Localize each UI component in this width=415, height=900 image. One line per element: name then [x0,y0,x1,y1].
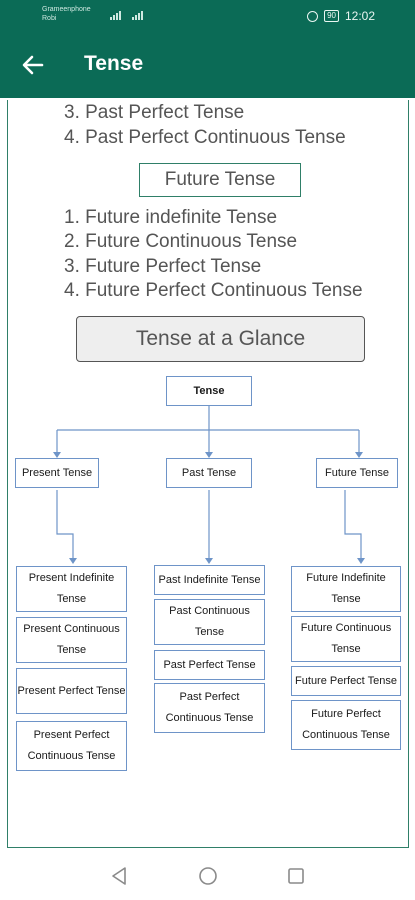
recents-square-icon [288,868,304,884]
back-triangle-icon [112,867,126,885]
node-past-indefinite: Past Indefinite Tense [154,565,265,595]
node-tense: Tense [166,376,252,406]
carrier-1: Grameenphone [42,6,91,13]
battery-icon: 90 [324,10,339,22]
nav-back-button[interactable] [107,864,131,888]
node-past-continuous: Past Continuous Tense [154,599,265,645]
node-present-continuous: Present Continuous Tense [16,617,127,663]
carrier-2: Robi [42,15,57,22]
list-item-past-4: 4. Past Perfect Continuous Tense [64,127,346,148]
node-past-perfect: Past Perfect Tense [154,650,265,680]
node-present-perfect: Present Perfect Tense [16,668,127,714]
node-past-tense: Past Tense [166,458,252,488]
node-future-continuous: Future Continuous Tense [291,616,401,662]
signal-icon-2 [132,11,143,20]
clock: 12:02 [344,9,375,23]
tense-at-a-glance-button[interactable]: Tense at a Glance [76,316,365,362]
arrowhead-past [205,452,213,458]
status-right: 90 12:02 [307,9,375,23]
arrowhead-past-children [205,558,213,564]
home-circle-icon [199,867,217,885]
system-nav-bar [0,852,415,900]
list-item-future-2: 2. Future Continuous Tense [64,231,298,252]
node-future-perfect-continuous: Future Perfect Continuous Tense [291,700,401,750]
nav-recents-button[interactable] [284,864,308,888]
signal-icon [110,11,121,20]
node-past-perfect-continuous: Past Perfect Continuous Tense [154,683,265,733]
nav-home-button[interactable] [196,864,220,888]
list-item-future-3: 3. Future Perfect Tense [64,256,262,277]
app-bar: Tense [0,32,415,98]
diagram-connectors [53,406,365,564]
arrowhead-present-children [69,558,77,564]
alarm-icon [307,10,319,22]
node-future-perfect: Future Perfect Tense [291,666,401,696]
node-present-perfect-continuous: Present Perfect Continuous Tense [16,721,127,771]
arrowhead-future [355,452,363,458]
page-title: Tense [84,52,144,75]
node-future-indefinite: Future Indefinite Tense [291,566,401,612]
list-item-future-1: 1. Future indefinite Tense [64,207,278,228]
node-present-indefinite: Present Indefinite Tense [16,566,127,612]
arrowhead-present [53,452,61,458]
connector-present-down [56,490,74,562]
future-tense-heading: Future Tense [139,163,301,197]
back-button[interactable] [14,46,52,84]
status-bar: Grameenphone Robi 90 12:02 [0,0,415,32]
tense-diagram: Tense Present Tense Past Tense Future Te… [11,372,403,780]
list-item-future-4: 4. Future Perfect Continuous Tense [64,280,363,301]
connector-future-down [344,490,362,562]
list-item-past-3: 3. Past Perfect Tense [64,102,245,123]
arrow-left-icon [22,55,44,75]
node-present-tense: Present Tense [15,458,99,488]
node-future-tense: Future Tense [316,458,398,488]
arrowhead-future-children [357,558,365,564]
content-panel: 3. Past Perfect Tense 4. Past Perfect Co… [7,100,409,848]
carrier-labels: Grameenphone Robi [42,5,91,23]
